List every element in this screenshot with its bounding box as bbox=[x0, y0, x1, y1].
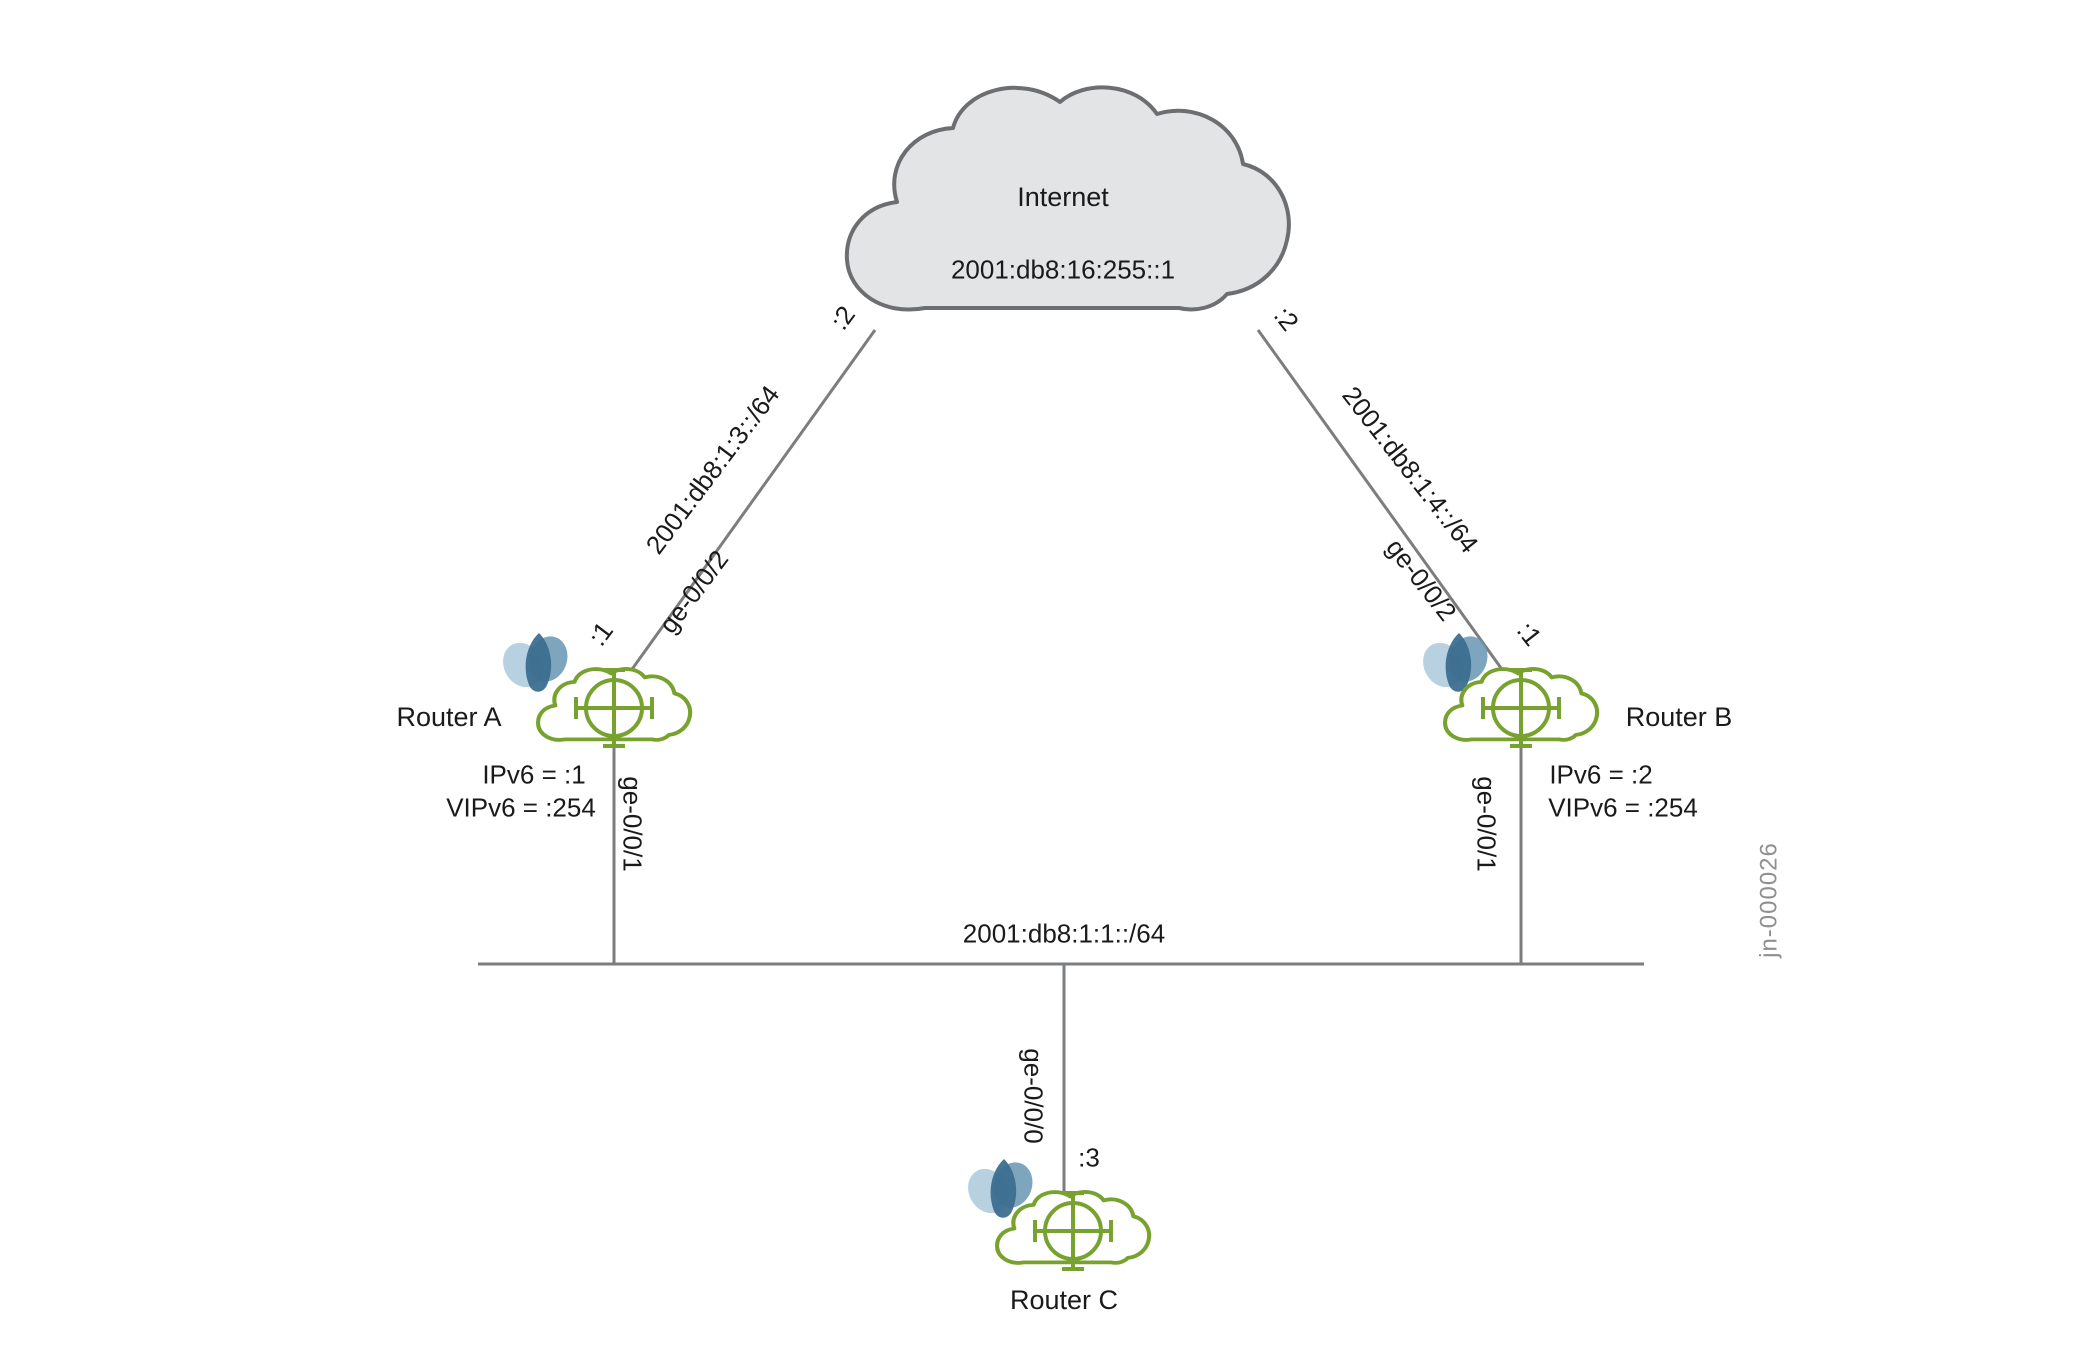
router-a-ipv6: IPv6 = :1 bbox=[482, 759, 586, 790]
router-c-name: Router C bbox=[1009, 1284, 1119, 1315]
router-a-icon bbox=[495, 630, 690, 748]
router-a-name: Router A bbox=[396, 701, 502, 732]
router-b-vipv6: VIPv6 = :254 bbox=[1548, 792, 1698, 823]
figure-watermark: jn-000026 bbox=[1755, 842, 1783, 958]
router-b-icon bbox=[1415, 630, 1597, 748]
lan-subnet-label: 2001:db8:1:1::/64 bbox=[962, 918, 1166, 949]
router-c-lan-address: :3 bbox=[1078, 1142, 1100, 1173]
router-b-lan-interface: ge-0/0/1 bbox=[1471, 776, 1502, 872]
router-a-lan-interface: ge-0/0/1 bbox=[617, 776, 648, 872]
internet-address: 2001:db8:16:255::1 bbox=[950, 254, 1176, 285]
link-internet-router-b bbox=[1256, 329, 1526, 701]
internet-label: Internet bbox=[1017, 181, 1109, 212]
router-a-vipv6: VIPv6 = :254 bbox=[446, 792, 596, 823]
link-internet-router-a bbox=[608, 329, 877, 701]
router-c-lan-interface: ge-0/0/0 bbox=[1018, 1048, 1049, 1144]
router-b-name: Router B bbox=[1625, 701, 1733, 732]
router-b-ipv6: IPv6 = :2 bbox=[1549, 759, 1653, 790]
router-c-icon bbox=[960, 1156, 1149, 1271]
